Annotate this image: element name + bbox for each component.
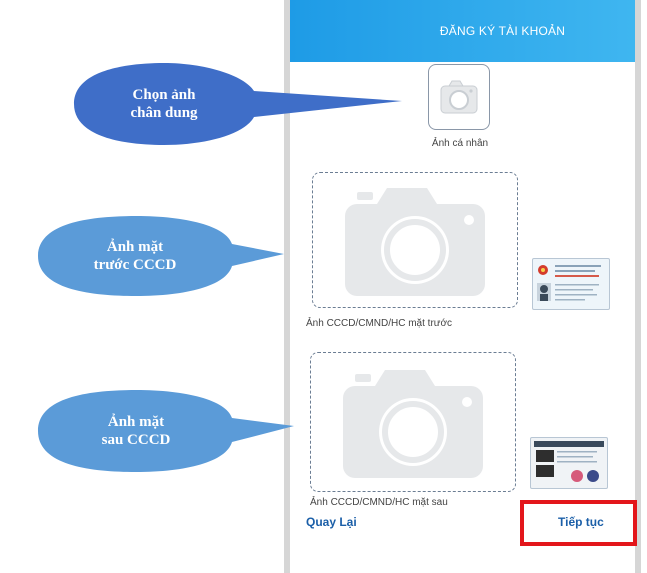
continue-button[interactable]: Tiếp tục — [558, 515, 604, 529]
back-button[interactable]: Quay Lại — [306, 515, 357, 529]
phone-screen: ĐĂNG KÝ TÀI KHOẢN Ảnh cá nhân Ảnh CCCD/C… — [284, 0, 641, 573]
front-id-photo-button[interactable] — [312, 172, 518, 308]
back-id-photo-button[interactable] — [310, 352, 516, 492]
app-header: ĐĂNG KÝ TÀI KHOẢN — [290, 0, 635, 62]
front-id-sample-image — [532, 258, 610, 310]
front-id-label: Ảnh CCCD/CMND/HC mặt trước — [306, 318, 453, 329]
callout-portrait-text: Chọn ảnh chân dung — [130, 87, 198, 121]
page-title: ĐĂNG KÝ TÀI KHOẢN — [439, 24, 566, 38]
camera-icon — [343, 370, 483, 478]
camera-icon — [345, 188, 485, 296]
callout-front: Ảnh mặt trước CCCD — [36, 214, 286, 298]
callout-portrait: Chọn ảnh chân dung — [64, 61, 404, 147]
back-id-label: Ảnh CCCD/CMND/HC mặt sau — [310, 497, 448, 508]
callout-back-text: Ảnh mặt sau CCCD — [101, 414, 171, 448]
continue-highlight-box — [520, 500, 637, 546]
camera-icon — [440, 80, 478, 114]
portrait-label: Ảnh cá nhân — [431, 138, 489, 149]
callout-front-text: Ảnh mặt trước CCCD — [93, 239, 177, 273]
callout-back: Ảnh mặt sau CCCD — [36, 388, 296, 474]
back-id-sample-image — [530, 437, 608, 489]
portrait-photo-button[interactable] — [428, 64, 490, 130]
